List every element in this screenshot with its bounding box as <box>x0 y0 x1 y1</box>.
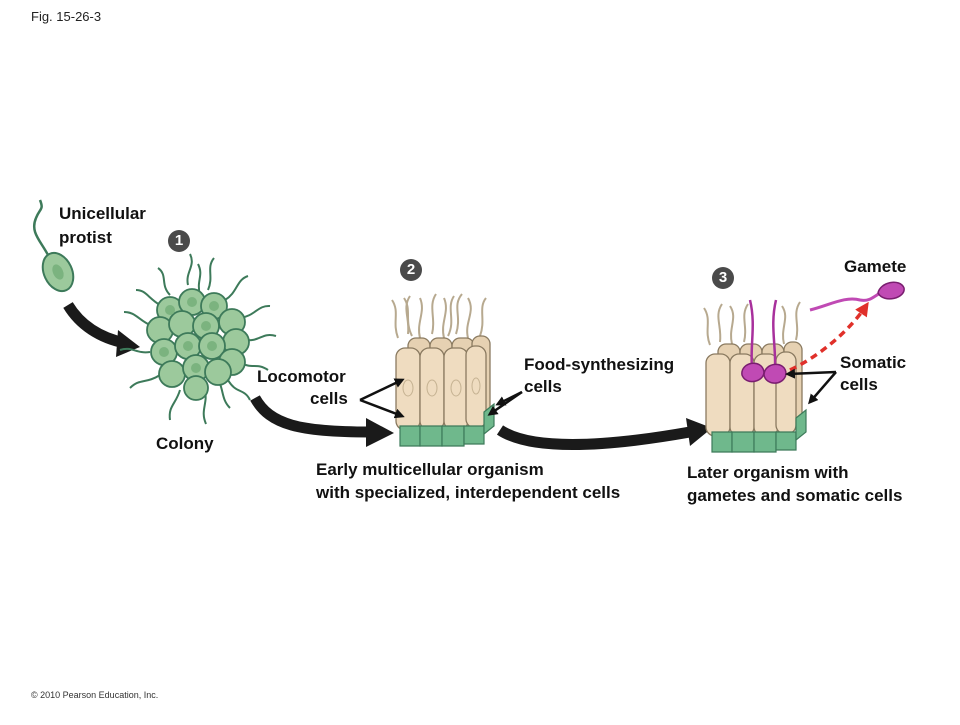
copyright: © 2010 Pearson Education, Inc. <box>31 690 159 700</box>
food-synthesizing-label-1: Food-synthesizing <box>524 355 675 374</box>
colony <box>119 253 277 425</box>
locomotor-label-2: cells <box>310 389 348 408</box>
arrow-colony-to-early <box>250 395 371 438</box>
later-organism-label-2: gametes and somatic cells <box>687 486 903 505</box>
gamete-label: Gamete <box>844 257 907 276</box>
gamete-cells <box>748 299 778 369</box>
arrow-protist-to-colony <box>63 301 127 349</box>
later-organism <box>703 299 807 453</box>
colony-label: Colony <box>156 434 214 453</box>
step-2-badge: 2 <box>400 259 422 281</box>
gamete <box>809 281 905 312</box>
dashed-arrow-to-gamete <box>789 301 869 372</box>
pointer-arrows <box>359 368 837 419</box>
early-organism-label-1: Early multicellular organism <box>316 460 544 479</box>
early-organism-label-2: with specialized, interdependent cells <box>316 483 621 502</box>
arrow-early-to-later <box>496 425 691 450</box>
unicellular-protist-label-1: Unicellular <box>59 204 146 223</box>
later-organism-label-1: Later organism with <box>687 463 849 482</box>
step-1-badge: 1 <box>168 230 190 252</box>
somatic-label-2: cells <box>840 375 878 394</box>
food-synthesizing-label-2: cells <box>524 377 562 396</box>
step-3-badge: 3 <box>712 267 734 289</box>
figure-label: Fig. 15-26-3 <box>31 9 102 24</box>
unicellular-protist-label-2: protist <box>59 228 112 247</box>
arrowhead-3 <box>686 418 712 446</box>
unicellular-protist <box>32 199 75 293</box>
early-organism <box>391 293 495 447</box>
arrowhead-2 <box>366 418 394 447</box>
somatic-label-1: Somatic <box>840 353 907 372</box>
arrowhead-1 <box>116 330 140 357</box>
locomotor-label-1: Locomotor <box>257 367 346 386</box>
